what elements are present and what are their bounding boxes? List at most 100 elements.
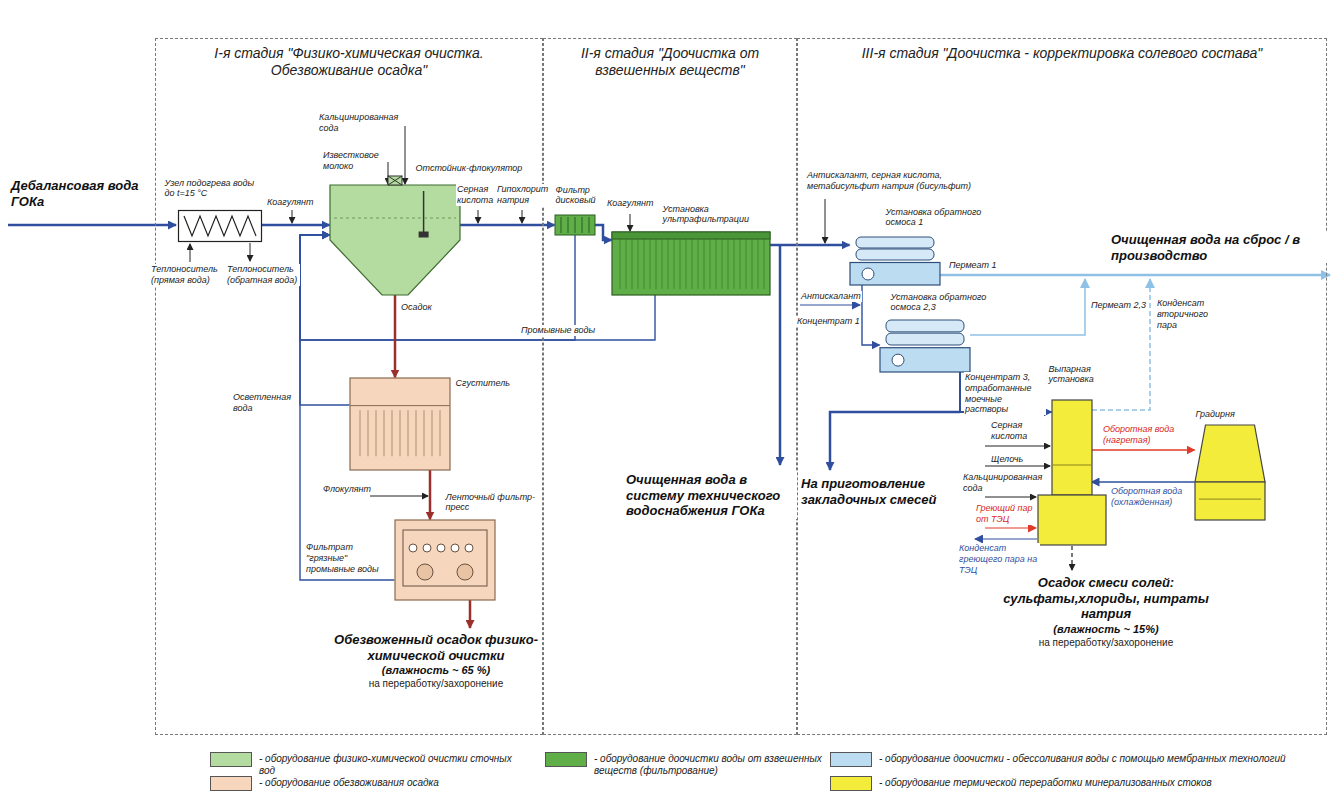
heat-out-line [250,243,251,261]
edge-label: Концентрат 3, отработанные моечные раств… [964,372,1046,415]
edge-label: Осадок [400,302,433,313]
flow-label: (влажность ~ 15%) [985,623,1227,636]
flow-label: Серная кислота [456,184,498,206]
flow-label: На приготовление закладочных смесей [800,476,972,507]
legend-swatch [830,752,872,767]
flow-label: Известковое молоко [322,150,386,172]
flow-label: Очищенная вода в систему технического во… [625,472,797,519]
flow-label: на переработку/захоронение [330,678,542,690]
reagent-line [370,496,428,497]
reagent-line [985,497,1036,498]
condensate-line [975,538,1037,539]
flow-connector [429,470,432,520]
equipment-symbol [1195,425,1265,520]
edge-label: Промывные воды [520,325,596,336]
flow-label: Щелочь [990,454,1024,465]
salt-outlet [1071,546,1072,570]
feed-line [8,224,176,227]
reagent-line [522,210,523,223]
edge-label: Концентрат 1 [796,316,861,327]
flow-label: Серная кислота [990,420,1047,442]
equipment: Фильтр дисковый [555,215,595,235]
flow-label: Теплоноситель (обратная вода) [226,264,300,286]
equipment-symbol [850,235,940,285]
equipment-symbol [612,232,770,295]
flow-label: Кальцинированная сода [962,472,1042,494]
edge-label: Оборотная вода (охлажденная) [1110,486,1192,508]
cake-outlet [469,600,472,628]
legend-text: - оборудование доочистки - обессоливания… [878,753,1341,765]
legend-swatch [210,752,252,767]
reagent-line [825,199,826,243]
stage-title: I-я стадия "Физико-химическая очистка. О… [166,45,532,79]
stage-region: I-я стадия "Физико-химическая очистка. О… [155,38,543,735]
equipment-label: Градирня [1195,409,1277,420]
reagent-line [478,210,479,223]
equipment-symbol [330,185,460,295]
edge-label: Фильтрат "грязные" промывные воды [305,542,392,574]
equipment-label: Отстойник-флокулятор [415,163,527,174]
legend-text: - оборудование термической переработки м… [878,777,1341,789]
equipment: Узел подогрева воды до t=15 °С [178,210,262,242]
flow-label: Конденсат вторичного пара [1156,298,1228,330]
reagent-line [985,446,1050,447]
flow-connector [770,244,850,247]
flow-connector [1092,481,1195,482]
flow-connector [595,225,612,240]
equipment-symbol [880,318,970,372]
flow-label: Пермеат 2,3 [1090,300,1147,311]
equipment-label: Узел подогрева воды до t=15 °С [164,178,266,200]
stage-title: III-я стадия "Доочистка - корректировка … [808,45,1316,62]
legend-swatch [545,752,587,767]
equipment: Ленточный фильтр-пресс [395,520,495,600]
flow-label: Очищенная вода на сброс / в производство [1110,232,1327,263]
reagent-line [800,305,860,306]
reagent-line [985,466,1050,467]
legend-text: - оборудование обезвоживания осадка [258,777,520,789]
stage-title: II-я стадия "Доочистка от взвешенных вещ… [554,45,786,79]
equipment-label: Установка обратного осмоса 1 [885,207,987,229]
flow-label: Осадок смеси солей: сульфаты,хлориды, ни… [985,575,1227,622]
flow-label: Кальцинированная сода [318,112,400,134]
equipment: Установка обратного осмоса 2,3 [880,318,970,372]
flow-connector [862,285,880,346]
concentrate-line [830,412,960,470]
equipment-symbol [395,520,495,600]
reagent-line [292,210,293,223]
flow-connector [1092,449,1195,451]
flow-label: Гипохлорит натрия [496,184,552,206]
flow-connector [300,235,350,405]
legend-text: - оборудование доочистки воды от взвешен… [593,753,835,777]
flow-label: Обезвоженный осадок физико-химической оч… [330,632,542,663]
flow-label: Пермеат 1 [948,260,998,271]
equipment-symbol [1052,400,1092,545]
flow-label: Антискалант, серная кислота, метабисульф… [806,170,998,192]
equipment: Градирня [1195,425,1265,520]
flow-connector [460,224,555,227]
equipment: Сгуститель [350,378,450,470]
flow-label: Теплоноситель (прямая вода) [150,264,222,286]
flow-label: (влажность ~ 65 %) [330,664,542,677]
equipment-symbol [178,210,262,242]
heat-in-line [190,244,191,262]
flow-label: Коагулянт [606,198,655,209]
equipment-label: Фильтр дисковый [555,185,607,207]
flow-connector [262,224,330,227]
flow-connector [394,295,397,378]
equipment: Установка обратного осмоса 1 [850,235,940,285]
flow-label: Дебалансовая вода ГОКа [10,178,152,209]
edge-label: Оборотная вода (нагретая) [1102,424,1189,446]
reagent-line [405,126,406,184]
flow-label: Флокулянт [322,484,372,495]
steam-line [985,527,1036,528]
equipment-label: Установка ультрафильтрации [662,204,764,226]
equipment-label: Сгуститель [455,378,517,389]
flow-label: Греющий пар от ТЭЦ [975,503,1037,525]
legend-swatch [830,776,872,791]
stage-region: II-я стадия "Доочистка от взвешенных вещ… [543,38,797,735]
equipment-label: Выпарная установка [1048,364,1122,386]
clean-water-line [779,245,782,465]
